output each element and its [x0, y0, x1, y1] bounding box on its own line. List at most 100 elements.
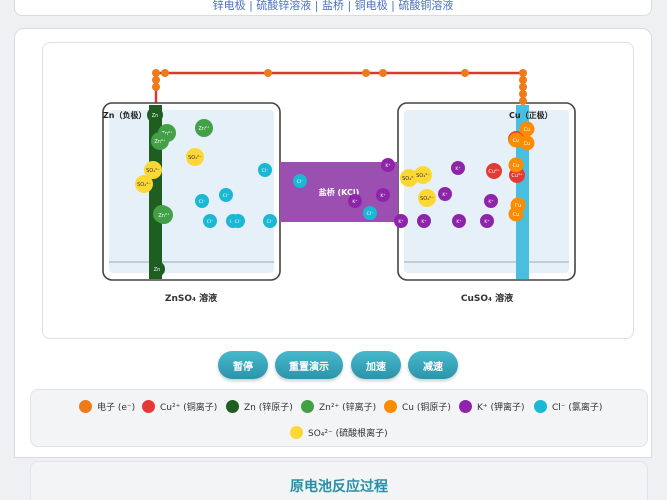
- svg-text:Cl⁻: Cl⁻: [207, 219, 214, 225]
- legend: 电子 (e⁻) Cu²⁺ (铜离子) Zn (锌原子) Zn²⁺ (锌离子) C…: [30, 389, 648, 447]
- svg-text:SO₄²⁻: SO₄²⁻: [137, 182, 151, 188]
- so4-ion-particle: SO₄²⁻: [414, 166, 432, 184]
- cl-ion-particle: Cl⁻: [263, 214, 277, 228]
- electron-particle: [152, 76, 160, 84]
- pause-button[interactable]: 暂停: [218, 351, 268, 379]
- speed-up-button[interactable]: 加速: [351, 351, 401, 379]
- left-solution-label: ZnSO₄ 溶液: [165, 292, 218, 304]
- legend-item-cu2-ion: Cu²⁺ (铜离子): [142, 400, 217, 413]
- svg-text:Zn²⁺: Zn²⁺: [198, 126, 210, 132]
- so4-ion-particle: SO₄²⁻: [135, 175, 153, 193]
- electron-particle: [519, 97, 527, 105]
- svg-text:SO₄²⁻: SO₄²⁻: [416, 173, 430, 179]
- svg-text:K⁺: K⁺: [488, 199, 494, 205]
- cu-atom-particle: Cu: [519, 135, 535, 151]
- so4-ion-particle: SO₄²⁻: [144, 161, 162, 179]
- controls-bar: 暂停 重置演示 加速 减速: [0, 351, 667, 379]
- cl-ion-particle: Cl⁻: [293, 174, 307, 188]
- so4-ion-particle: SO₄²⁻: [400, 169, 418, 187]
- legend-label: Cu²⁺ (铜离子): [160, 403, 218, 413]
- cl-ion-dot-icon: [534, 400, 547, 413]
- svg-text:K⁺: K⁺: [352, 199, 358, 205]
- k-ion-particle: K⁺: [451, 161, 465, 175]
- k-ion-dot-icon: [459, 400, 472, 413]
- k-ion-particle: K⁺: [376, 188, 390, 202]
- svg-text:Cl⁻: Cl⁻: [235, 219, 242, 225]
- svg-text:K⁺: K⁺: [421, 219, 427, 225]
- cu-atom-particle: Cu: [508, 157, 524, 173]
- legend-label: SO₄²⁻ (硫酸根离子): [308, 429, 388, 439]
- cl-ion-particle: Cl⁻: [195, 194, 209, 208]
- particles-layer: ZnZnZn²⁺Zn²⁺Zn²⁺Zn²⁺Zn²⁺SO₄²⁻SO₄²⁻SO₄²⁻C…: [135, 69, 535, 277]
- right-solution-label: CuSO₄ 溶液: [461, 292, 514, 304]
- so4-ion-dot-icon: [290, 426, 303, 439]
- cl-ion-particle: Cl⁻: [258, 163, 272, 177]
- cu-atom-dot-icon: [384, 400, 397, 413]
- zn2-ion-particle: Zn²⁺: [195, 119, 213, 137]
- cu-atom-particle: Cu: [519, 121, 535, 137]
- zn2-ion-particle: Zn²⁺: [151, 132, 169, 150]
- svg-text:Zn: Zn: [152, 113, 159, 119]
- legend-label: 电子 (e⁻): [97, 403, 136, 413]
- cl-ion-particle: Cl⁻: [231, 214, 245, 228]
- simulation-panel: Zn（负极） Cu（正极） 盐桥 (KCl) ZnSO₄ 溶液 CuSO₄ 溶液…: [42, 42, 634, 339]
- svg-text:SO₄²⁻: SO₄²⁻: [420, 196, 434, 202]
- cl-ion-particle: Cl⁻: [203, 214, 217, 228]
- electron-particle: [161, 69, 169, 77]
- svg-text:Cl⁻: Cl⁻: [223, 193, 230, 199]
- zn-atom-particle: Zn: [149, 261, 165, 277]
- legend-label: K⁺ (钾离子): [477, 403, 525, 413]
- svg-text:K⁺: K⁺: [484, 219, 490, 225]
- svg-text:Cl⁻: Cl⁻: [267, 219, 274, 225]
- legend-label: Zn²⁺ (锌离子): [319, 403, 377, 413]
- cu-atom-particle: Cu: [508, 206, 524, 222]
- svg-text:Cu: Cu: [513, 212, 520, 218]
- process-title: 原电池反应过程: [290, 479, 388, 495]
- k-ion-particle: K⁺: [394, 214, 408, 228]
- k-ion-particle: K⁺: [417, 214, 431, 228]
- cl-ion-particle: Cl⁻: [363, 206, 377, 220]
- svg-text:Cl⁻: Cl⁻: [262, 168, 269, 174]
- cu2-ion-dot-icon: [142, 400, 155, 413]
- svg-text:Cu: Cu: [513, 163, 520, 169]
- legend-item-cu-atom: Cu (铜原子): [384, 400, 451, 413]
- svg-text:SO₄²⁻: SO₄²⁻: [402, 176, 416, 182]
- zn-atom-particle: Zn: [147, 107, 163, 123]
- cu-electrode-label: Cu（正极）: [509, 110, 553, 120]
- so4-ion-particle: SO₄²⁻: [418, 189, 436, 207]
- electron-particle: [519, 69, 527, 77]
- svg-text:Cu: Cu: [524, 141, 531, 147]
- zn-atom-dot-icon: [226, 400, 239, 413]
- svg-text:K⁺: K⁺: [398, 219, 404, 225]
- k-ion-particle: K⁺: [381, 158, 395, 172]
- simulation-canvas: Zn（负极） Cu（正极） 盐桥 (KCl) ZnSO₄ 溶液 CuSO₄ 溶液…: [102, 69, 576, 304]
- zn-electrode-label: Zn（负极）: [103, 110, 147, 120]
- k-ion-particle: K⁺: [438, 187, 452, 201]
- cl-ion-particle: Cl⁻: [219, 188, 233, 202]
- legend-item-so4-ion: SO₄²⁻ (硫酸根离子): [290, 426, 388, 439]
- svg-text:K⁺: K⁺: [385, 163, 391, 169]
- svg-text:K⁺: K⁺: [456, 219, 462, 225]
- electron-particle: [519, 83, 527, 91]
- salt-bridge-label: 盐桥 (KCl): [319, 187, 360, 197]
- svg-text:Cl⁻: Cl⁻: [367, 211, 374, 217]
- electron-particle: [152, 69, 160, 77]
- zn2-ion-particle: Zn²⁺: [155, 206, 173, 224]
- legend-label: Zn (锌原子): [244, 403, 293, 413]
- top-nav-text: 锌电极 | 硫酸锌溶液 | 盐桥 | 铜电极 | 硫酸铜溶液: [212, 0, 454, 12]
- electron-particle: [519, 76, 527, 84]
- svg-text:Zn²⁺: Zn²⁺: [154, 139, 166, 145]
- legend-label: Cl⁻ (氯离子): [552, 403, 603, 413]
- reset-button[interactable]: 重置演示: [275, 351, 343, 379]
- legend-item-k-ion: K⁺ (钾离子): [459, 400, 525, 413]
- k-ion-particle: K⁺: [480, 214, 494, 228]
- svg-text:K⁺: K⁺: [380, 193, 386, 199]
- electron-particle: [264, 69, 272, 77]
- legend-item-electron: 电子 (e⁻): [79, 400, 135, 413]
- zn2-ion-dot-icon: [301, 400, 314, 413]
- top-nav-strip: 锌电极 | 硫酸锌溶液 | 盐桥 | 铜电极 | 硫酸铜溶液: [14, 0, 652, 16]
- electron-particle: [461, 69, 469, 77]
- svg-text:K⁺: K⁺: [442, 192, 448, 198]
- electron-particle: [379, 69, 387, 77]
- slow-down-button[interactable]: 减速: [408, 351, 458, 379]
